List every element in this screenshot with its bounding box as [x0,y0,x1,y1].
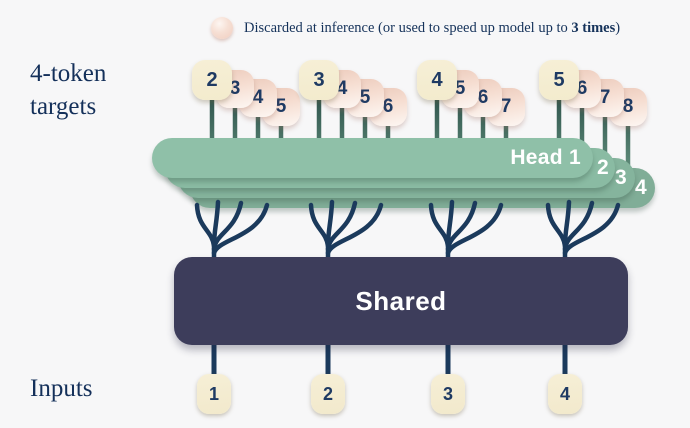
head-3-label: 3 [615,166,627,189]
shared-to-head-branch [194,202,217,261]
target-token-5: 5 [539,60,579,100]
target-token-3: 3 [299,60,339,100]
inputs-label: Inputs [30,375,93,402]
shared-to-head-branch [428,202,451,261]
shared-label: Shared [355,285,447,316]
head-1-band: Head 1 [152,138,593,178]
input-token-1: 1 [197,374,231,414]
head-1-label: Head 1 [510,146,581,169]
head-2-label: 2 [597,156,609,179]
shared-to-head-branch [445,202,504,256]
shared-to-head-branch [325,200,358,252]
legend-bold: 3 times [571,19,616,36]
shared-to-head-branch [562,200,595,252]
legend-text: Discarded at inference (or used to speed… [244,19,621,36]
shared-to-head-branch [308,202,331,261]
head-4-label: 4 [635,176,647,199]
shared-to-head-branch [562,202,621,256]
input-token-2: 2 [311,374,345,414]
target-token-4: 4 [417,60,457,100]
discarded-token-icon [211,17,233,39]
legend: Discarded at inference (or used to speed… [211,14,620,42]
shared-to-head-branch [211,202,270,256]
input-token-3: 3 [431,374,465,414]
input-token-4: 4 [548,374,582,414]
target-token-2: 2 [192,60,232,100]
shared-to-head-branch [445,200,478,252]
targets-label: 4-token targets [30,60,107,120]
shared-to-head-branch [211,200,244,252]
shared-to-head-branch [325,202,384,256]
shared-trunk-block: Shared [174,257,628,345]
shared-to-head-branch [545,202,568,261]
